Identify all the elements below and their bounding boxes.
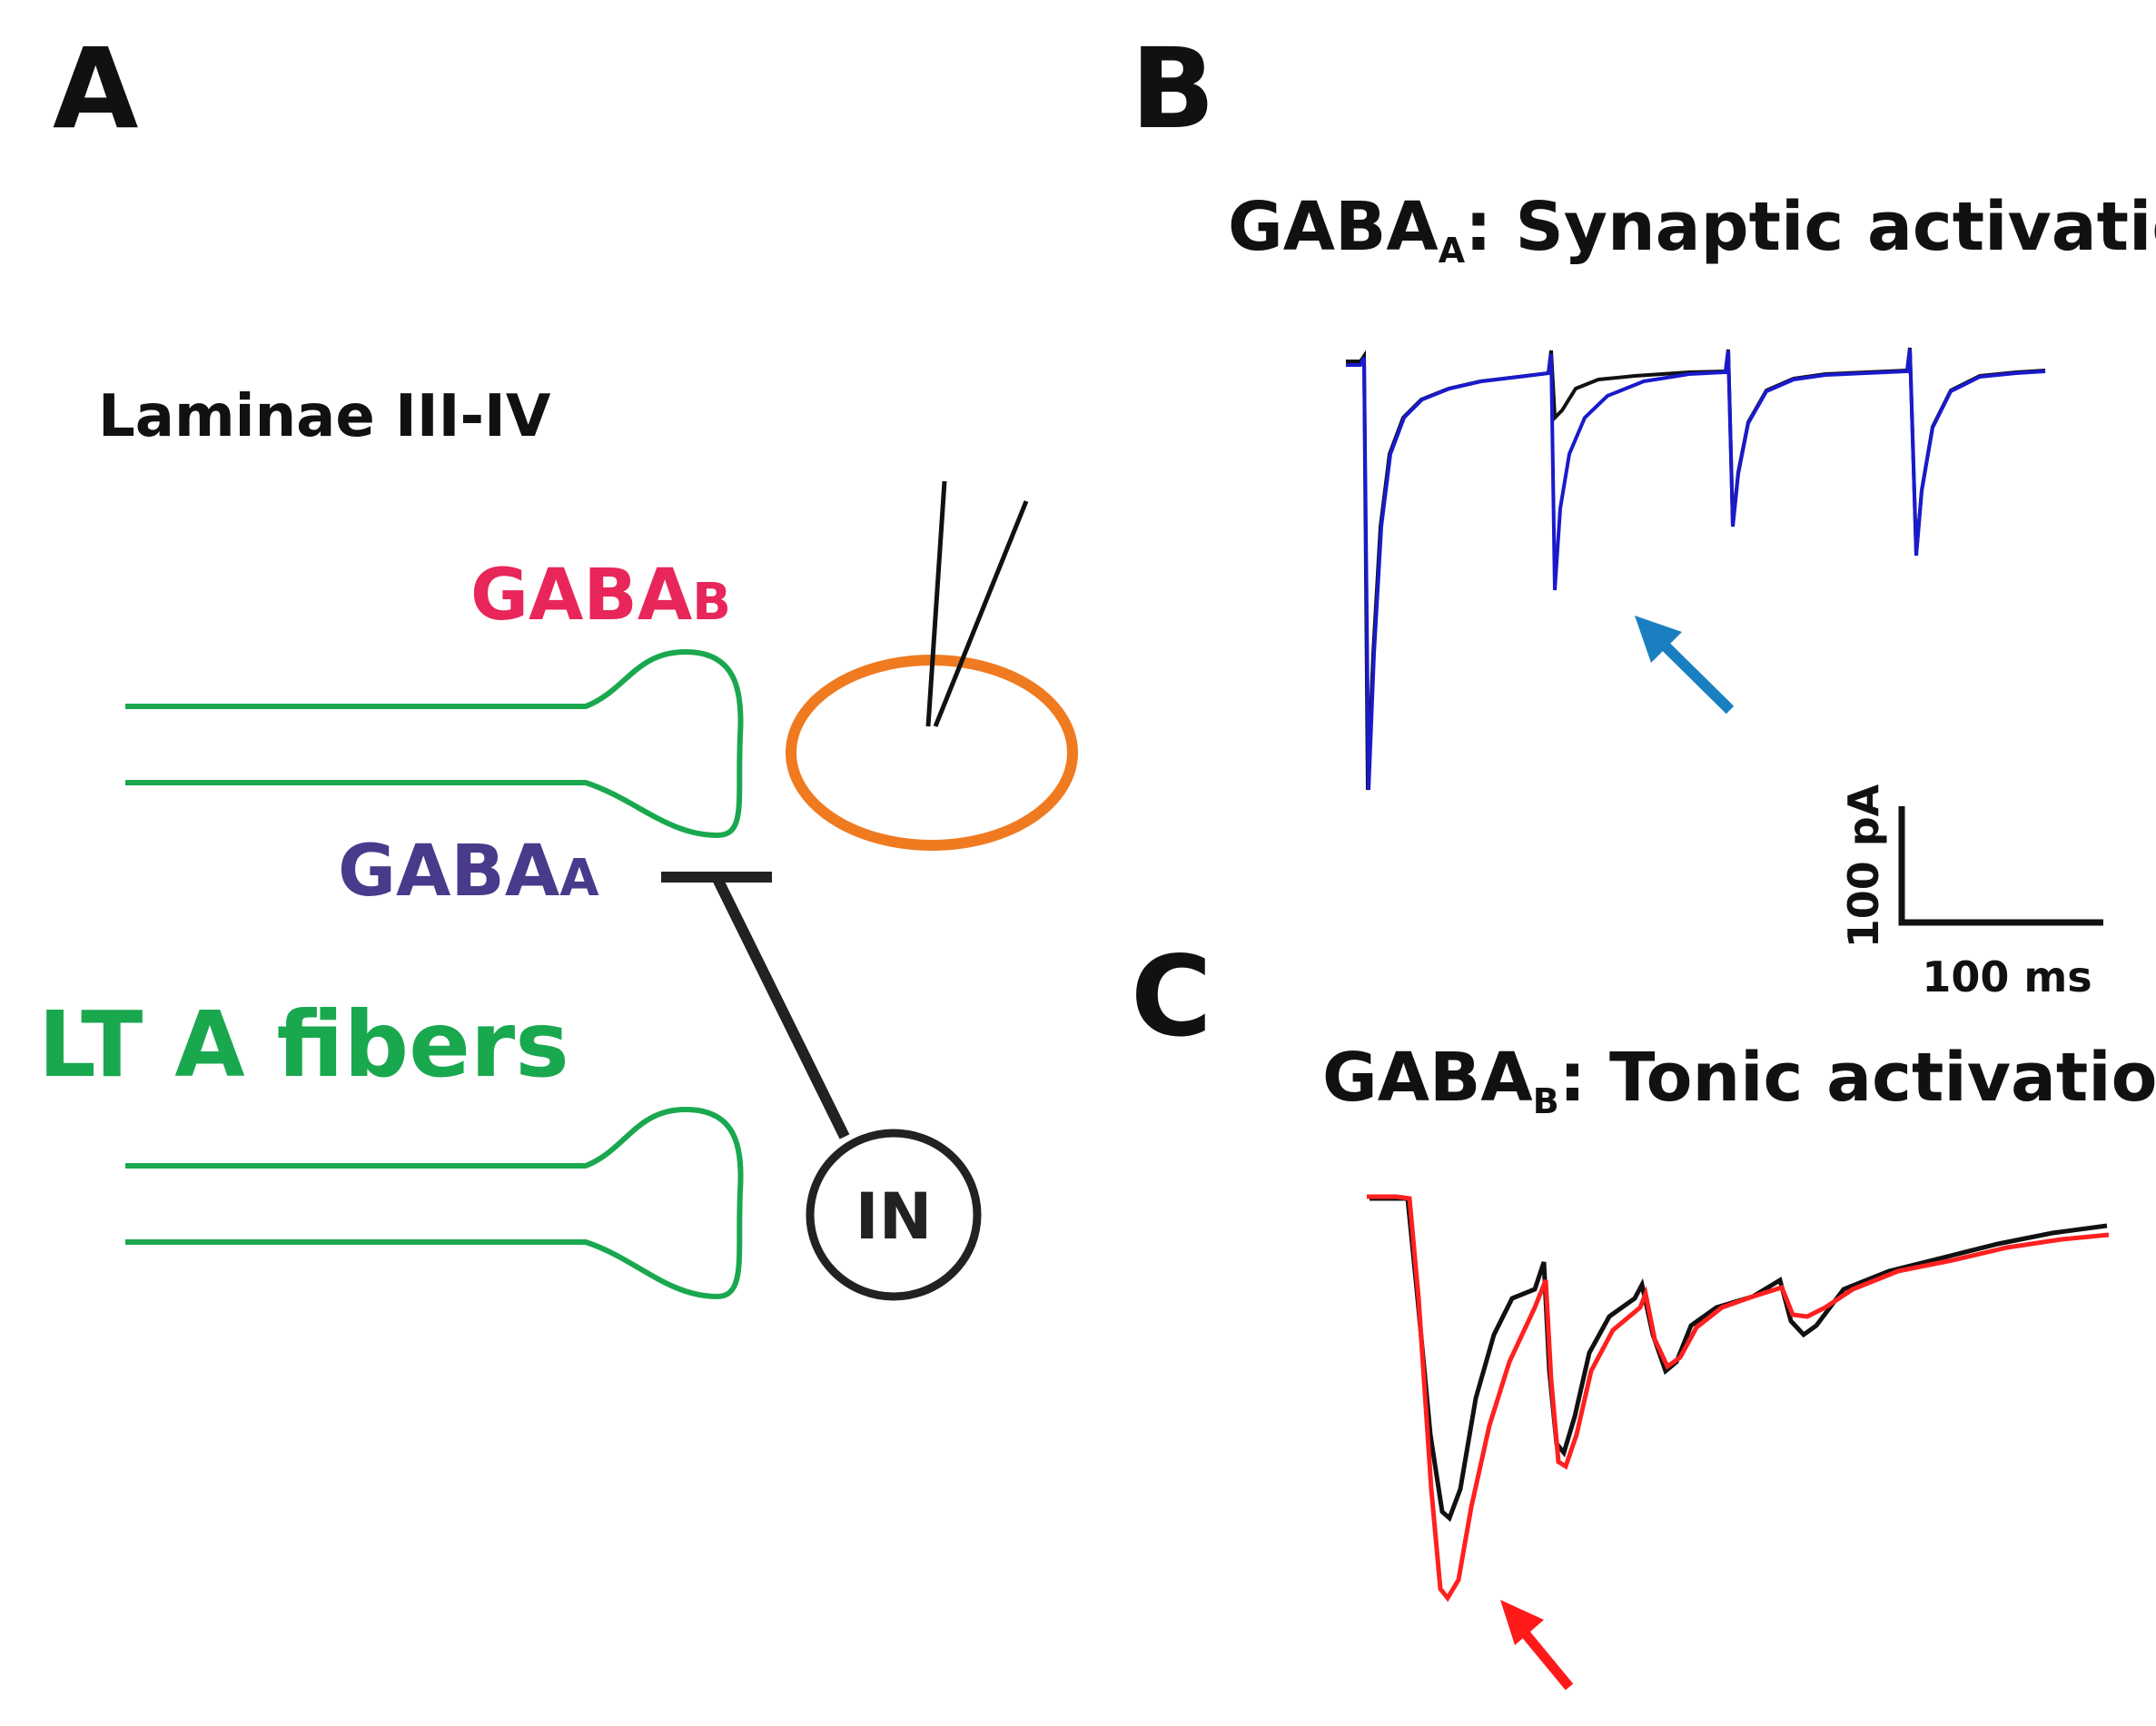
fiber-terminal-upper: [125, 648, 744, 839]
recording-panel-b: GABAA: Synaptic activation: [1228, 188, 2156, 791]
panel-c-title: GABAB: Tonic activation: [1322, 1039, 2156, 1121]
scale-bar-current-label: 100 pA: [1839, 784, 1888, 948]
trace-b-drug: [1346, 348, 2046, 791]
interneuron: [806, 1129, 982, 1301]
recording-electrode: [925, 480, 1029, 727]
panel-label-b: B: [1131, 25, 1215, 153]
schematic-panel: Laminae III-IV GABAB GABAA IN LT A fiber…: [38, 383, 1078, 1301]
trace-c-drug: [1367, 1194, 2110, 1603]
scale-bar: 100 pA 100 ms: [1839, 784, 2103, 1001]
arrow-b: [1635, 616, 1735, 715]
interneuron-axon: [661, 872, 850, 1139]
lamina-label: Laminae III-IV: [98, 383, 551, 450]
gaba-b-label: GABAB: [470, 555, 731, 636]
fiber-label: LT A fibers: [38, 991, 569, 1098]
panel-label-a: A: [53, 25, 138, 153]
interneuron-label: IN: [855, 1179, 933, 1254]
panel-b-title: GABAA: Synaptic activation: [1228, 188, 2156, 271]
trace-c-control: [1370, 1196, 2108, 1523]
gaba-a-label: GABAA: [338, 831, 599, 912]
scale-bar-time-label: 100 ms: [1922, 952, 2092, 1001]
fiber-terminal-lower: [125, 1106, 744, 1300]
arrow-c: [1500, 1600, 1574, 1691]
panel-label-c: C: [1131, 932, 1212, 1061]
recording-panel-c: GABAB: Tonic activation: [1322, 1039, 2156, 1691]
